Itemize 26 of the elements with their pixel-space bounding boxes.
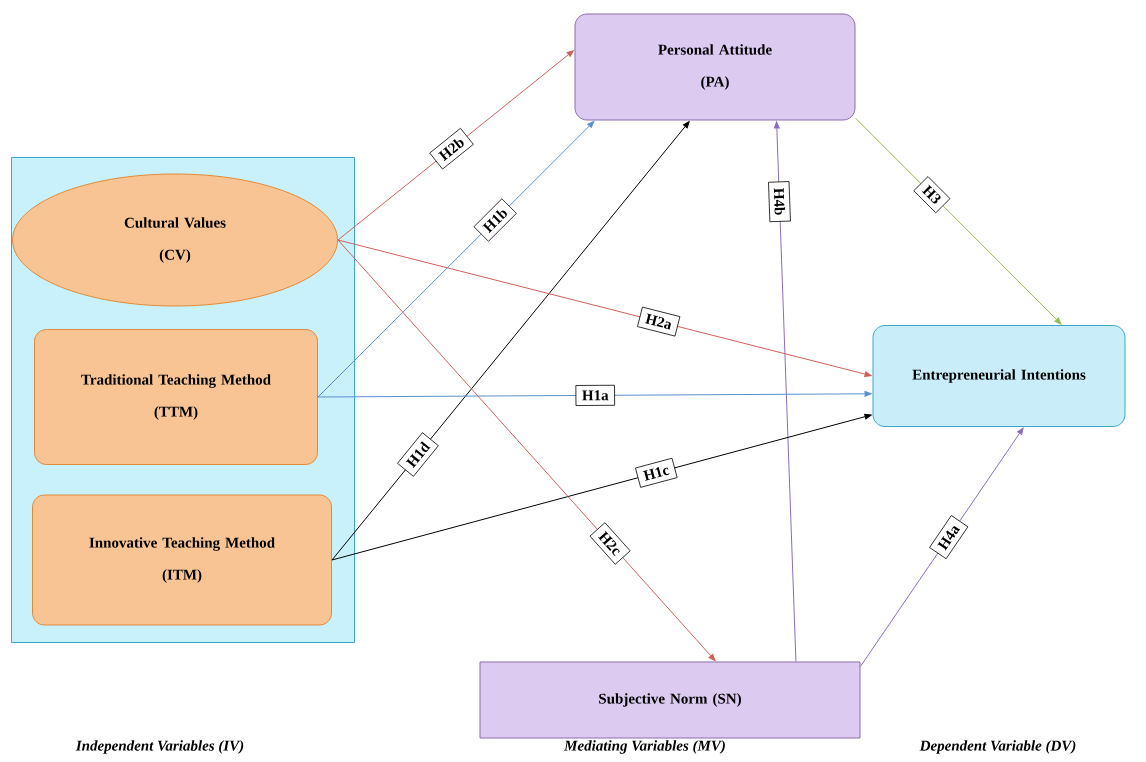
arrow: [337, 239, 716, 661]
variable-box: Entrepreneurial Intentions: [872, 325, 1126, 427]
column-label: Independent Variables (IV): [75, 740, 244, 754]
arrow: [337, 50, 574, 241]
edge-label: H2b: [438, 139, 464, 162]
column-label: Dependent Variable (DV): [919, 740, 1076, 754]
arrow: [317, 121, 595, 398]
arrow: [331, 121, 690, 561]
edge-label: H3: [921, 184, 941, 204]
edge-label: H1b: [482, 210, 507, 234]
arrow: [331, 413, 872, 561]
arrow: [337, 239, 872, 377]
arrow: [773, 121, 797, 662]
variable-box: Innovative Teaching Method (ITM): [32, 494, 332, 626]
variable-box: Subjective Norm (SN): [479, 661, 861, 739]
arrow: [855, 117, 1062, 325]
edge-label: H1c: [642, 467, 670, 481]
edge-label: H2a: [644, 313, 671, 330]
variable-box: Traditional Teaching Method (TTM): [34, 329, 318, 465]
arrow: [317, 390, 872, 398]
edge-label: H4a: [937, 526, 961, 551]
edge-label: H2c: [598, 530, 620, 556]
edge-label: H4b: [773, 188, 786, 215]
variable-box: Personal Attitude (PA): [574, 13, 856, 121]
edge-label: H1a: [582, 390, 609, 401]
arrow: [860, 427, 1024, 667]
